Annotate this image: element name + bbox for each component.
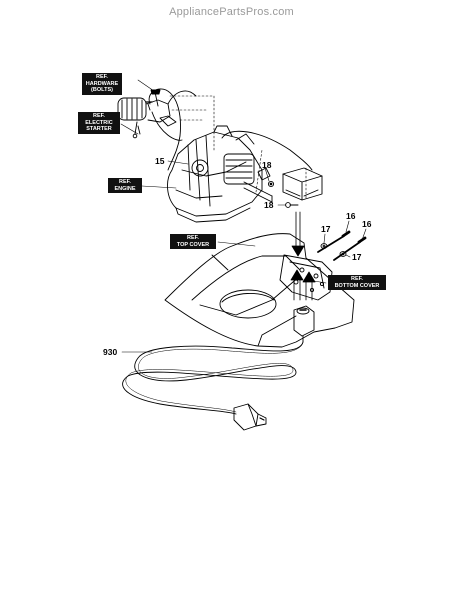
ref-label-engine: REF. ENGINE	[108, 178, 142, 193]
part-number-17-lower: 17	[352, 252, 362, 262]
screw-18-upper	[267, 180, 275, 188]
engine-wire	[221, 130, 313, 171]
part-number-17-upper: 17	[321, 224, 331, 234]
bolt-16-left	[317, 230, 351, 253]
plug-receptacle	[293, 305, 315, 343]
electric-starter	[117, 90, 197, 141]
washer-17-lower	[339, 251, 347, 257]
hardware-bolts	[137, 89, 161, 135]
part-number-15: 15	[155, 156, 165, 166]
power-cord-930	[122, 341, 304, 415]
part-number-16-right: 16	[362, 219, 372, 229]
part-number-18-upper: 18	[262, 160, 272, 170]
assembly-arrows	[290, 211, 316, 301]
ref-label-hardware: REF. HARDWARE (BOLTS)	[82, 73, 122, 95]
engine-assembly	[167, 125, 273, 223]
guide-lines	[169, 95, 307, 199]
ref-label-electric-starter: REF. ELECTRIC STARTER	[78, 112, 120, 134]
part-number-16-left: 16	[346, 211, 356, 221]
screw-18-lower	[285, 202, 299, 208]
bottom-cover-bracket	[279, 254, 333, 301]
part-number-930: 930	[103, 347, 117, 357]
washer-17-upper	[320, 243, 328, 249]
top-cover-shroud	[164, 233, 355, 348]
watermark-text: AppliancePartsPros.com	[169, 6, 294, 18]
ref-label-top-cover: REF. TOP COVER	[170, 234, 216, 249]
ref-label-bottom-cover: REF. BOTTOM COVER	[328, 275, 386, 290]
switch-box	[282, 167, 323, 201]
part-number-18-lower: 18	[264, 200, 274, 210]
cord-plug	[233, 403, 267, 431]
leader-lines	[120, 79, 367, 353]
